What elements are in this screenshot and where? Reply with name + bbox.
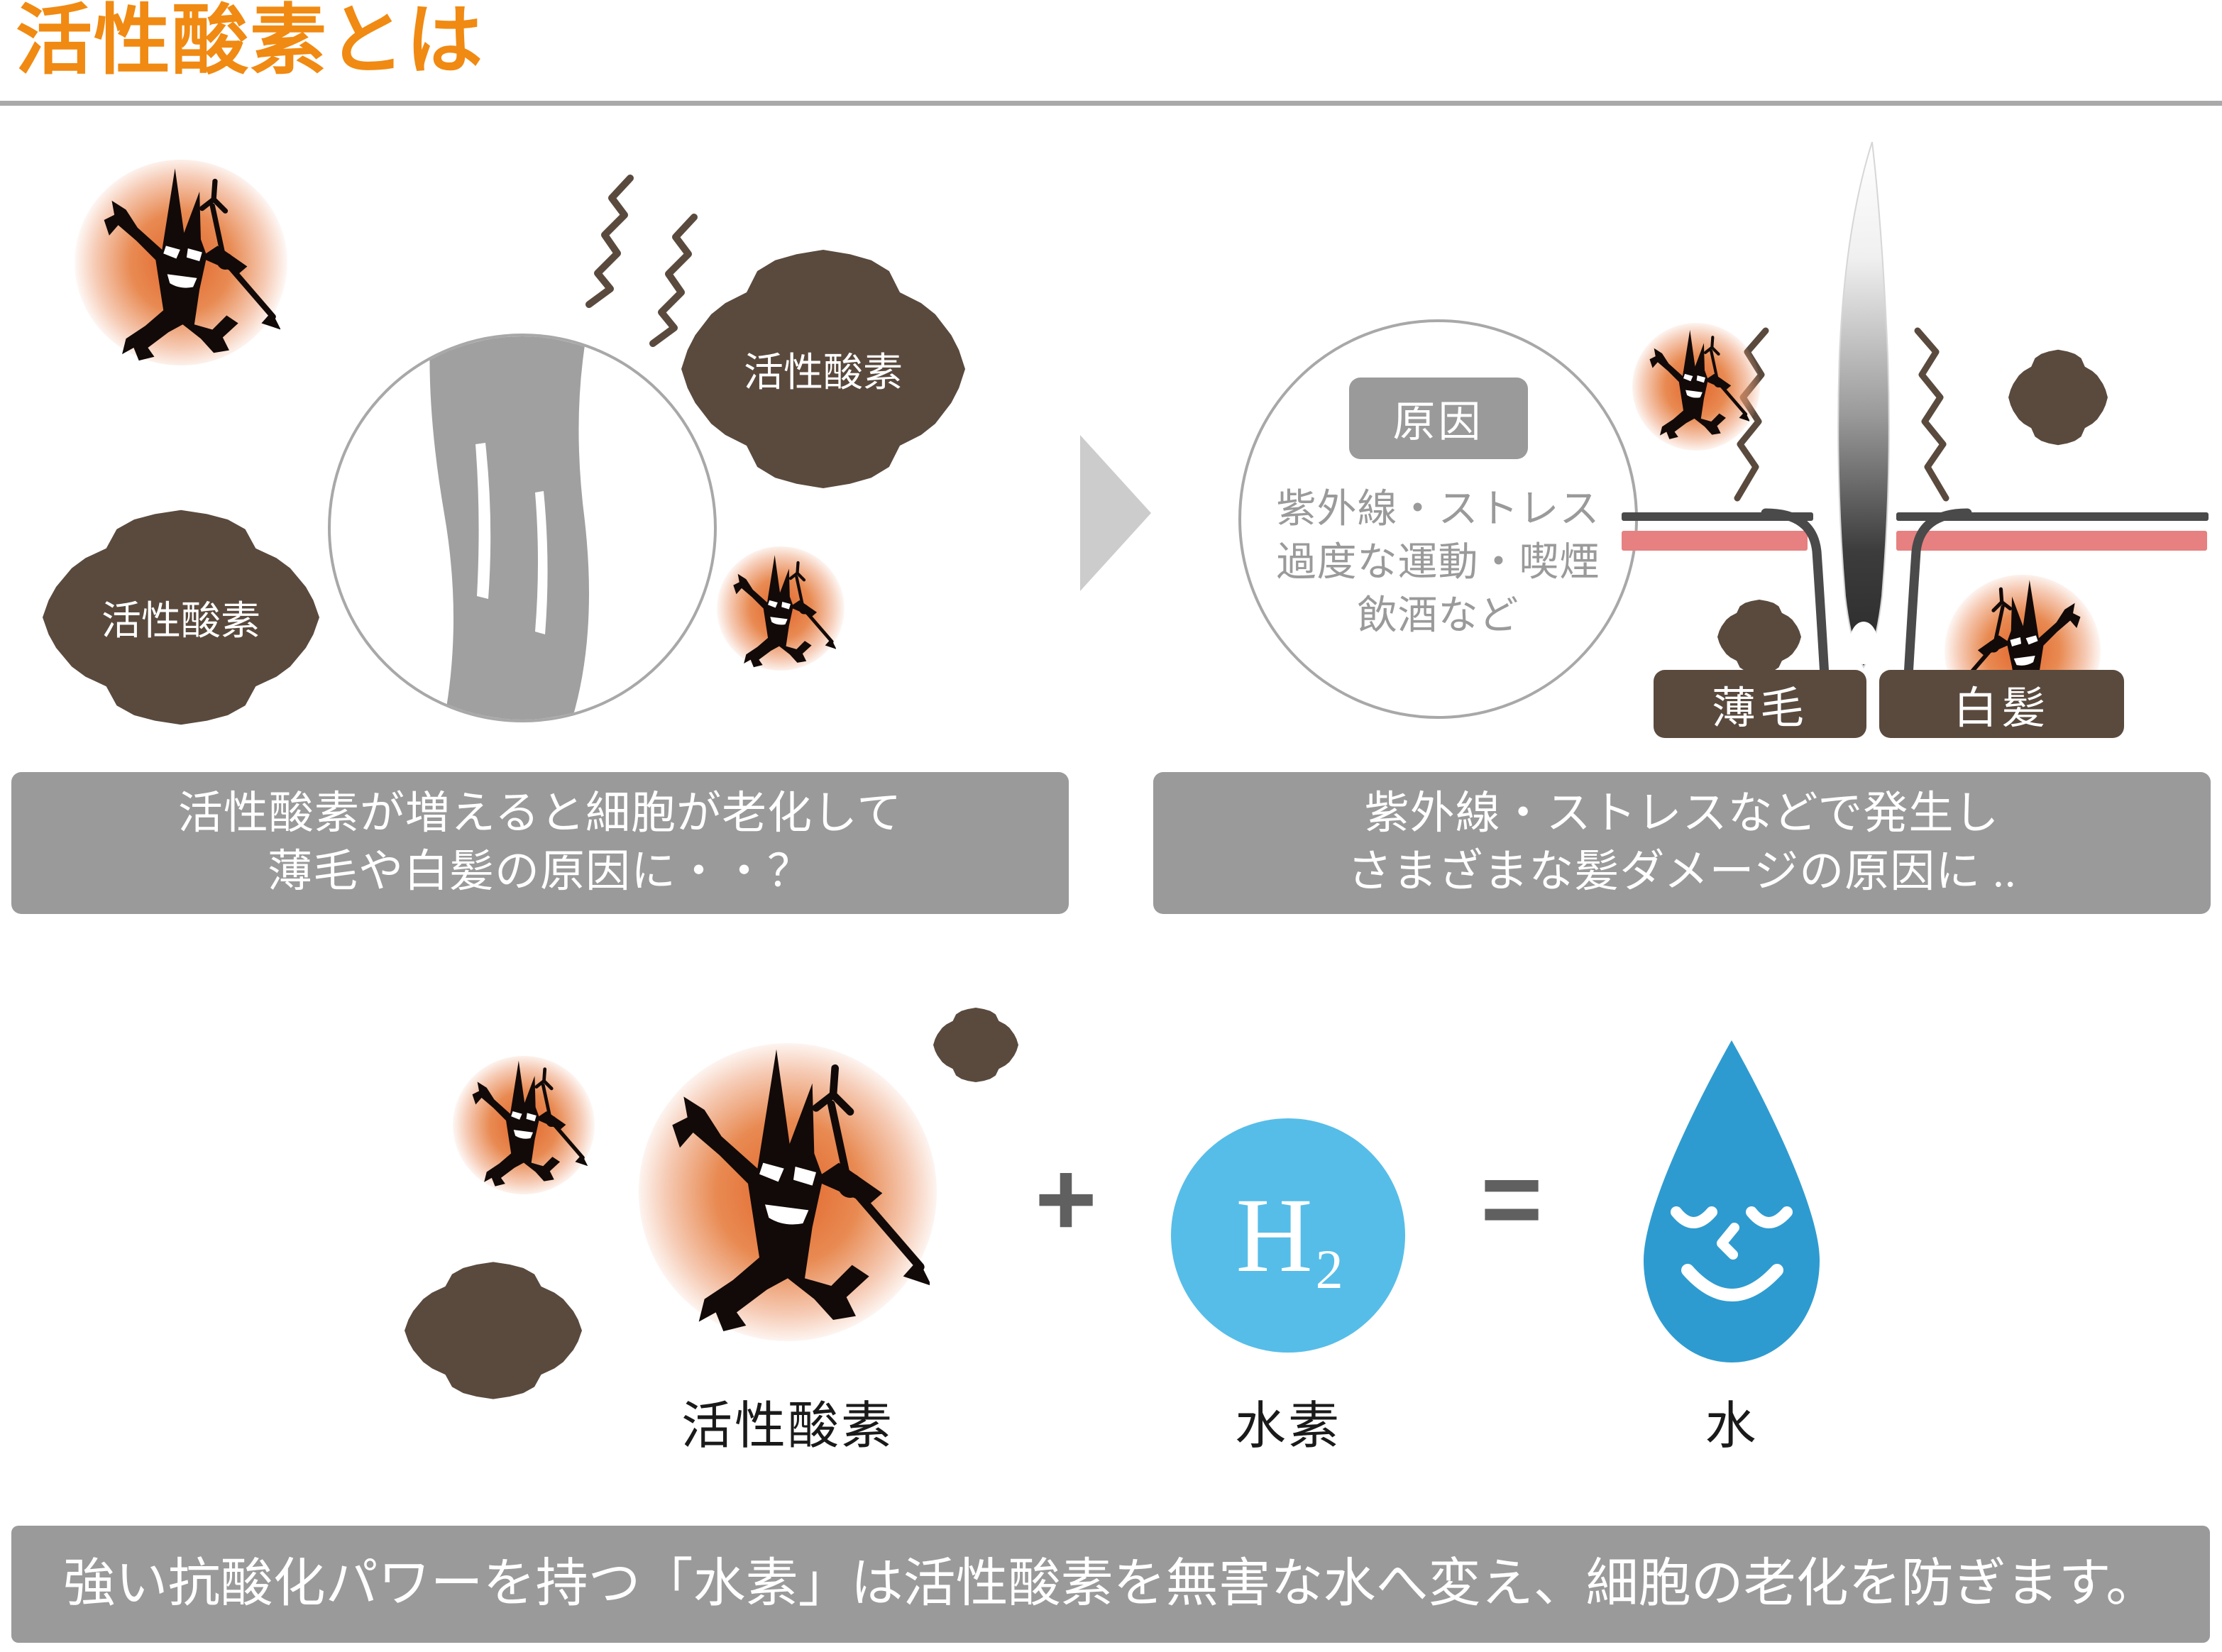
ros-devil-icon-5 — [472, 1060, 588, 1186]
scalp-dermis-right — [1896, 531, 2207, 551]
left-caption-line2: 薄毛や白髪の原因に・・？ — [267, 847, 813, 896]
equals-operator-icon: = — [1480, 1139, 1543, 1258]
scalp-surface-right — [1896, 512, 2209, 521]
header: 活性酸素とは — [0, 0, 2222, 106]
ros-burst-plain-4 — [405, 1262, 582, 1399]
plus-operator-icon: + — [1035, 1139, 1097, 1258]
squiggle-icon-1 — [585, 175, 634, 308]
header-divider — [0, 101, 2222, 106]
water-drop-icon — [1644, 1040, 1820, 1362]
ros-burst-badge-1: 活性酸素 — [681, 250, 965, 488]
ros-devil-icon-1 — [104, 168, 280, 361]
cause-line-1: 紫外線・ストレス — [1276, 488, 1600, 532]
hair-shaft — [1837, 142, 1890, 668]
equation-label-ros: 活性酸素 — [681, 1398, 894, 1455]
flow-arrow-icon — [1080, 435, 1151, 591]
right-caption-line1: 紫外線・ストレスなどで発生し — [1364, 788, 2000, 839]
hair-follicle-diagram — [1761, 508, 1972, 718]
ros-devil-icon-6 — [672, 1049, 930, 1331]
hydrogen-molecule-icon: H2 — [1171, 1118, 1405, 1353]
ros-burst-plain-3 — [933, 1008, 1018, 1082]
ros-burst-plain-1 — [2008, 349, 2108, 446]
right-caption-line2: さまざまな髪ダメージの原因に .. — [1347, 847, 2017, 896]
hydrogen-subscript: 2 — [1315, 1238, 1343, 1300]
left-caption-bar: 活性酸素が増えると細胞が老化して 薄毛や白髪の原因に・・？ — [11, 772, 1069, 914]
ros-burst-label-2: 活性酸素 — [101, 599, 260, 644]
equation-label-hydrogen: 水素 — [1234, 1398, 1341, 1455]
cause-badge: 原因 — [1348, 378, 1528, 459]
squiggle-icon-2 — [649, 214, 698, 347]
ros-burst-label-1: 活性酸素 — [744, 351, 903, 395]
ros-devil-icon-3 — [1649, 329, 1749, 439]
tag-gray-hair: 白髪 — [1879, 670, 2124, 738]
footer-caption-bar: 強い抗酸化パワーを持つ「水素」は活性酸素を無害な水へ変え、細胞の老化を防ぎます。 — [11, 1526, 2210, 1643]
hydrogen-symbol: H — [1236, 1177, 1313, 1294]
left-caption-line1: 活性酸素が増えると細胞が老化して — [177, 788, 903, 839]
cell-illustration — [328, 334, 717, 722]
ros-devil-icon-2 — [733, 555, 836, 668]
cause-text: 紫外線・ストレス 過度な運動・喫煙 飲酒など — [1277, 483, 1600, 643]
cause-circle: 原因 紫外線・ストレス 過度な運動・喫煙 飲酒など — [1238, 319, 1638, 719]
equation-label-water: 水 — [1705, 1398, 1759, 1455]
cause-line-2: 過度な運動・喫煙 — [1276, 541, 1600, 585]
cause-line-3: 飲酒など — [1357, 594, 1519, 639]
squiggle-icon-4 — [1914, 327, 1949, 502]
hydrogen-formula: H2 — [1236, 1182, 1343, 1297]
tag-thin-hair: 薄毛 — [1654, 670, 1866, 738]
right-caption-bar: 紫外線・ストレスなどで発生し さまざまな髪ダメージの原因に .. — [1153, 772, 2211, 914]
scalp-dermis-left — [1622, 531, 1808, 551]
page-title: 活性酸素とは — [16, 0, 485, 84]
ros-burst-badge-2: 活性酸素 — [43, 510, 319, 725]
